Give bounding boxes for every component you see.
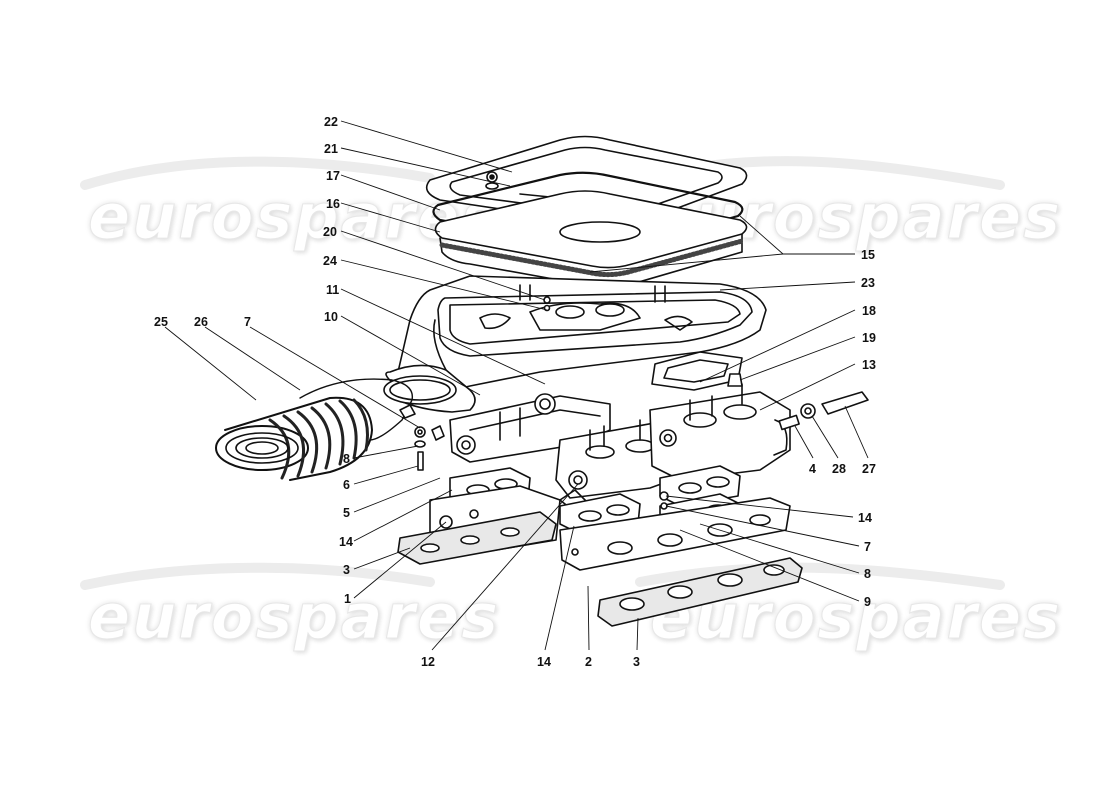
callout-4: 4 [809, 462, 816, 476]
intake-manifold-right [559, 497, 803, 627]
fuel-fittings [778, 391, 869, 431]
callout-6: 6 [343, 478, 350, 492]
callout-18: 18 [862, 304, 876, 318]
callout-28: 28 [832, 462, 846, 476]
intake-manifold-left [397, 485, 561, 565]
callout-7-right: 7 [864, 540, 871, 554]
callout-27: 27 [862, 462, 876, 476]
callout-16: 16 [326, 197, 340, 211]
callout-22: 22 [324, 115, 338, 129]
callout-21: 21 [324, 142, 338, 156]
callout-14-right: 14 [858, 511, 872, 525]
callout-2: 2 [585, 655, 592, 669]
callout-17: 17 [326, 169, 340, 183]
callout-24: 24 [323, 254, 337, 268]
filter-element [434, 190, 748, 289]
fasteners-left [414, 425, 445, 471]
callout-9: 9 [864, 595, 871, 609]
callout-13: 13 [862, 358, 876, 372]
air-box-base [394, 275, 767, 400]
callout-3-bottom: 3 [633, 655, 640, 669]
air-intake-duct [383, 319, 476, 413]
callout-20: 20 [323, 225, 337, 239]
callout-19: 19 [862, 331, 876, 345]
callout-12: 12 [421, 655, 435, 669]
callout-14-left: 14 [339, 535, 353, 549]
air-filter-lid [425, 135, 748, 227]
callout-25: 25 [154, 315, 168, 329]
callout-10: 10 [324, 310, 338, 324]
callout-3-left: 3 [343, 563, 350, 577]
callout-26: 26 [194, 315, 208, 329]
carburettor-right [649, 383, 791, 481]
callout-7-upper: 7 [244, 315, 251, 329]
callout-14-bottom: 14 [537, 655, 551, 669]
callout-11: 11 [326, 283, 340, 297]
leader-lines [164, 120, 869, 651]
bellows-hose [215, 396, 373, 481]
callout-8-right: 8 [864, 567, 871, 581]
callout-8-left: 8 [343, 452, 350, 466]
callout-1: 1 [344, 592, 351, 606]
callout-5: 5 [343, 506, 350, 520]
callout-23: 23 [861, 276, 875, 290]
callout-15: 15 [861, 248, 875, 262]
